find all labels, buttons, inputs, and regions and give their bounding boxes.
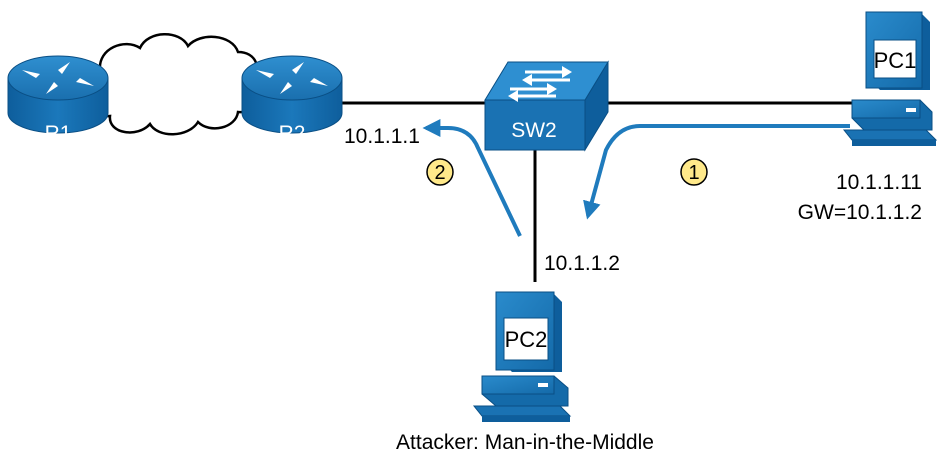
- arrow-step-1: [583, 124, 850, 220]
- router-r2[interactable]: R2: [241, 55, 343, 145]
- links: [330, 101, 852, 282]
- pc2-label: PC2: [505, 327, 548, 352]
- step-badge-1: 1: [680, 158, 708, 186]
- pc1-label: PC1: [874, 48, 917, 73]
- pc1-screen: [873, 39, 917, 79]
- pc2-caption: Attacker: Man-in-the-Middle: [396, 431, 654, 454]
- router-arrows-icon: [256, 62, 328, 94]
- pc2-ip-label: 10.1.1.2: [544, 252, 620, 275]
- pc1-ip-label: 10.1.1.11: [836, 171, 922, 194]
- arrow-step-2: [422, 119, 522, 237]
- pc2-screen: [503, 317, 549, 361]
- pc2[interactable]: PC2: [472, 291, 572, 422]
- router-r1[interactable]: R1: [7, 55, 109, 145]
- router-r1-label: R1: [45, 122, 72, 145]
- step-badge-2-number: 2: [434, 162, 445, 184]
- traffic-arrows: [422, 119, 850, 237]
- r2-ip-label: 10.1.1.1: [344, 125, 420, 148]
- router-arrows-icon: [22, 62, 94, 94]
- switch-arrows-icon: [508, 66, 572, 102]
- pc1-gateway-label: GW=10.1.1.2: [798, 201, 922, 224]
- switch-sw2[interactable]: SW2: [484, 60, 609, 152]
- pc1[interactable]: PC1: [842, 11, 937, 146]
- switch-sw2-label: SW2: [511, 119, 557, 142]
- step-badge-2: 2: [426, 158, 454, 186]
- router-r2-label: R2: [279, 122, 306, 145]
- wan-cloud: [87, 33, 260, 136]
- step-badge-1-number: 1: [688, 162, 699, 184]
